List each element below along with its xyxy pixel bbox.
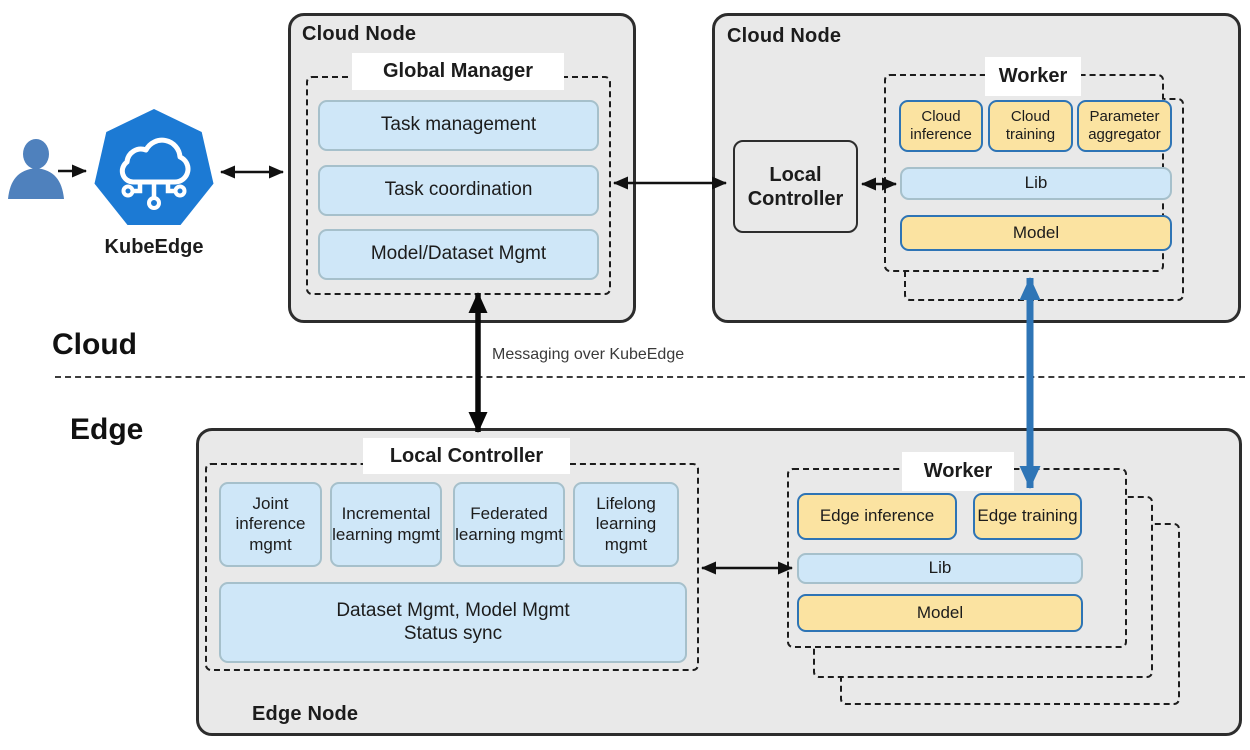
dataset-mgmt-line2: Status sync bbox=[403, 622, 503, 644]
messaging-label: Messaging over KubeEdge bbox=[492, 346, 685, 363]
edge-local-controller-title: Local Controller bbox=[363, 438, 570, 474]
federated-learning-mgmt-box: Federated learning mgmt bbox=[453, 482, 565, 567]
parameter-aggregator-box: Parameter aggregator bbox=[1077, 100, 1172, 152]
task-coordination-box: Task coordination bbox=[318, 165, 599, 216]
edge-node-title: Edge Node bbox=[252, 703, 359, 725]
edge-worker-title: Worker bbox=[902, 452, 1014, 491]
cloud-node-left-title: Cloud Node bbox=[302, 23, 417, 45]
joint-inference-mgmt-box: Joint inference mgmt bbox=[219, 482, 322, 567]
lifelong-learning-mgmt-box: Lifelong learning mgmt bbox=[573, 482, 679, 567]
cloud-zone-label: Cloud bbox=[52, 328, 137, 361]
cloud-node-right-title: Cloud Node bbox=[727, 25, 842, 47]
user-icon bbox=[8, 139, 64, 199]
cloud-inference-box: Cloud inference bbox=[899, 100, 983, 152]
task-management-box: Task management bbox=[318, 100, 599, 151]
edge-zone-label: Edge bbox=[70, 413, 144, 446]
cloud-local-controller-box: Local Controller bbox=[733, 140, 858, 233]
edge-inference-box: Edge inference bbox=[797, 493, 957, 540]
dataset-model-mgmt-box: Dataset Mgmt, Model Mgmt Status sync bbox=[219, 582, 687, 663]
cloud-training-box: Cloud training bbox=[988, 100, 1073, 152]
global-manager-title: Global Manager bbox=[352, 53, 564, 90]
edge-training-box: Edge training bbox=[973, 493, 1082, 540]
cloud-edge-divider bbox=[55, 376, 1245, 378]
incremental-learning-mgmt-box: Incremental learning mgmt bbox=[330, 482, 442, 567]
kubeedge-caption: KubeEdge bbox=[104, 236, 204, 258]
model-dataset-mgmt-box: Model/Dataset Mgmt bbox=[318, 229, 599, 280]
kubeedge-logo bbox=[94, 109, 214, 225]
cloud-lib-box: Lib bbox=[900, 167, 1172, 200]
dataset-mgmt-line1: Dataset Mgmt, Model Mgmt bbox=[336, 600, 570, 622]
edge-lib-box: Lib bbox=[797, 553, 1083, 584]
cloud-model-box: Model bbox=[900, 215, 1172, 251]
edge-model-box: Model bbox=[797, 594, 1083, 632]
cloud-worker-title: Worker bbox=[985, 57, 1081, 96]
